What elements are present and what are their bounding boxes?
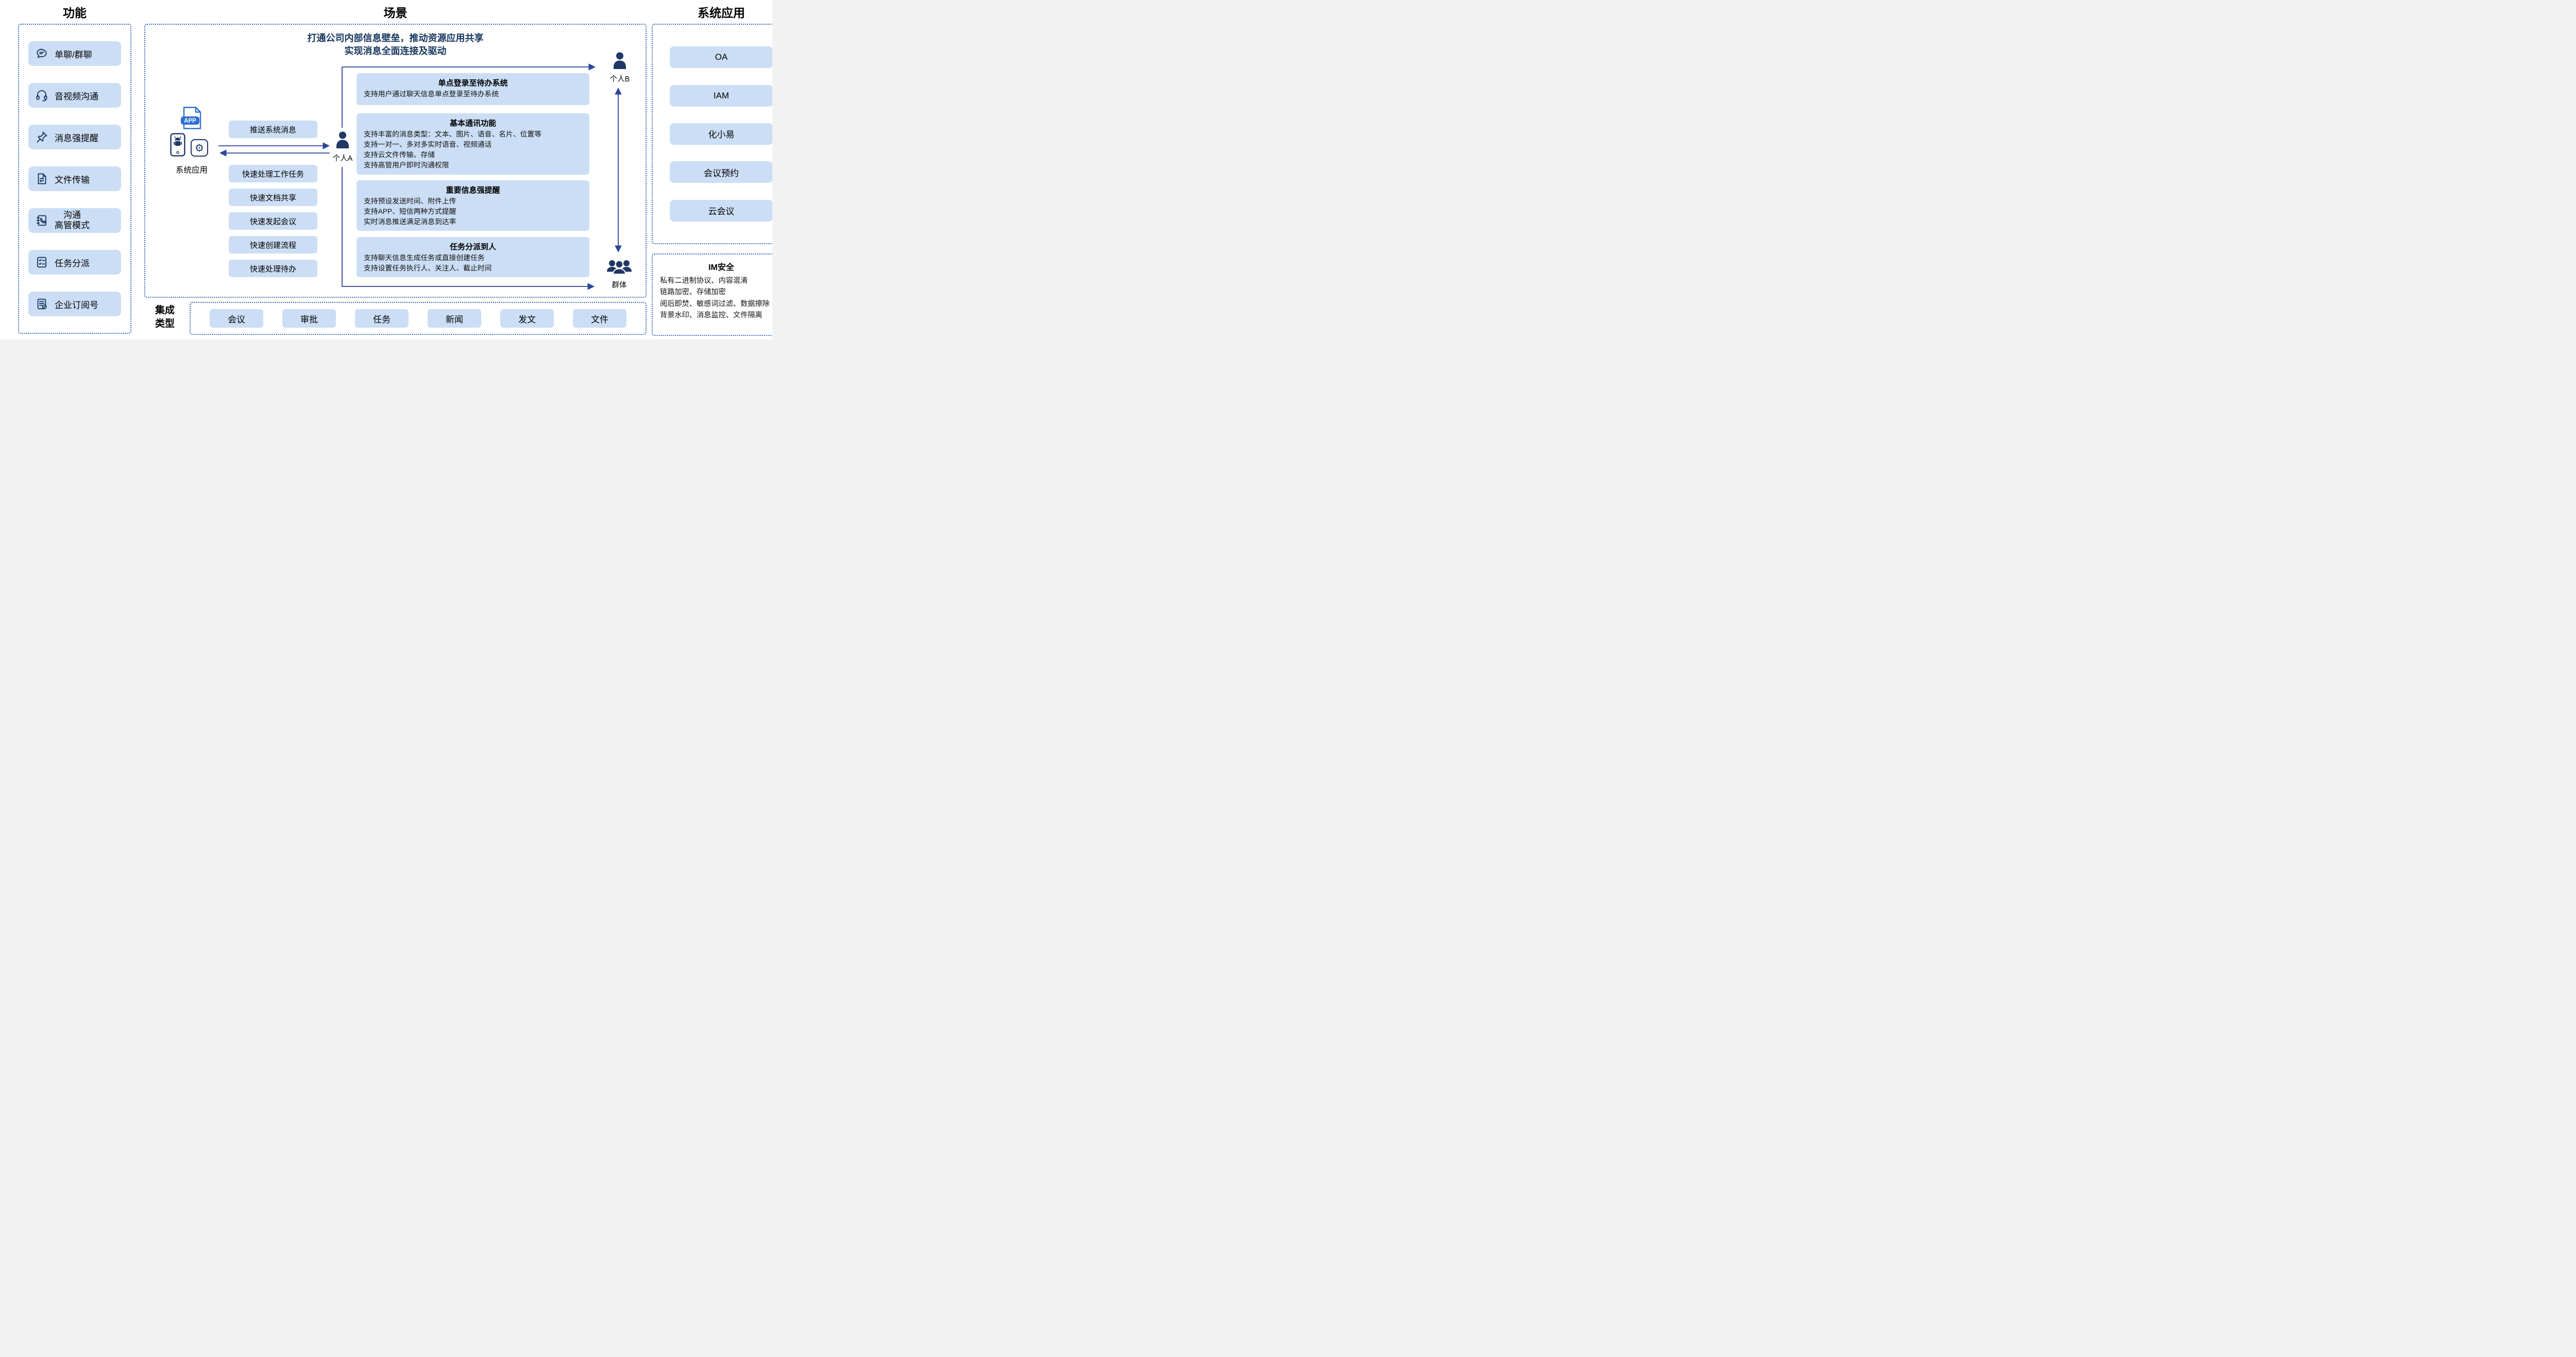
- info-card-strong-reminder: 重要信息强提醒 支持预设发送时间、附件上传 支持APP、短信两种方式提醒 实时消…: [357, 180, 589, 231]
- system-app-cluster-label: 系统应用: [175, 166, 208, 175]
- system-app-cloud-meeting: 云会议: [670, 199, 772, 222]
- function-label: 消息强提醒: [55, 133, 98, 143]
- card-title: 重要信息强提醒: [446, 186, 500, 195]
- integration-item-approval: 审批: [282, 309, 336, 328]
- person-a: 个人A: [332, 131, 353, 163]
- card-line: 支持丰富的消息类型：文本、图片、语音、名片、位置等: [364, 130, 541, 138]
- mobile-phone-icon: [170, 133, 185, 157]
- file-transfer-icon: [38, 173, 46, 184]
- card-line: 支持一对一、多对多实时语音、视频通话: [364, 141, 492, 149]
- functions-panel: 单聊/群聊 音视频沟通 消息强提醒 文件传输: [18, 24, 131, 334]
- system-apps-panel: OA IAM 化小易 会议预约 云会议: [652, 24, 772, 244]
- function-item-chat: 单聊/群聊: [28, 41, 121, 66]
- scenario-banner-line2: 实现消息全面连接及驱动: [344, 46, 447, 56]
- card-line: 支持预设发送时间、附件上传: [364, 197, 456, 205]
- integration-item-news: 新闻: [428, 309, 481, 328]
- function-label: 音视频沟通: [55, 91, 98, 101]
- function-item-subscription: 企业订阅号: [28, 292, 121, 316]
- function-label-line1: 沟通: [63, 210, 81, 220]
- im-security-line: 链路加密、存储加密: [660, 288, 726, 297]
- quick-action-button: 快速文档共享: [229, 189, 317, 206]
- person-a-label: 个人A: [332, 155, 353, 163]
- functions-header: 功能: [63, 6, 87, 20]
- pin-icon: [37, 131, 47, 143]
- person-icon: [336, 131, 349, 148]
- group: 群体: [604, 258, 635, 290]
- group-label: 群体: [612, 281, 627, 290]
- card-line: 支持APP、短信两种方式提醒: [364, 208, 456, 216]
- integration-label-line2: 类型: [155, 318, 175, 329]
- integration-item-file: 文件: [573, 309, 626, 328]
- integration-type-label: 集成 类型: [148, 304, 181, 330]
- app-badge-text: APP: [184, 118, 196, 124]
- scenario-panel: 打通公司内部信息壁垒，推动资源应用共享 实现消息全面连接及驱动 APP ⚙ 系统…: [144, 24, 647, 298]
- card-line: 支持云文件传输、存储: [364, 151, 435, 159]
- quick-action-button: 快速处理待办: [229, 260, 317, 277]
- function-label: 沟通 高管模式: [55, 210, 90, 230]
- card-title: 基本通讯功能: [449, 119, 496, 128]
- info-card-sso: 单点登录至待办系统 支持用户通过聊天信息单点登录至待办系统: [357, 73, 589, 105]
- integration-item-meeting: 会议: [210, 309, 263, 328]
- gear-icon: ⚙: [195, 142, 204, 154]
- scenario-banner-line1: 打通公司内部信息壁垒，推动资源应用共享: [307, 33, 484, 43]
- im-security-line: 阅后即焚、敏感词过滤、数据擦除: [660, 299, 770, 308]
- system-app-oa: OA: [670, 46, 772, 69]
- function-item-audio-video: 音视频沟通: [28, 83, 121, 108]
- function-label: 文件传输: [55, 175, 90, 185]
- headset-icon: [36, 90, 47, 101]
- system-app-meeting-booking: 会议预约: [670, 161, 772, 183]
- app-file-icon: APP: [181, 107, 201, 129]
- im-security-panel: IM安全 私有二进制协议、内容混淆 链路加密、存储加密 阅后即焚、敏感词过滤、数…: [652, 253, 772, 336]
- integration-panel: 会议 审批 任务 新闻 发文 文件: [190, 302, 647, 335]
- quick-action-button: 快速处理工作任务: [229, 165, 317, 182]
- function-item-exec-mode: 沟通 高管模式: [28, 208, 121, 233]
- card-title: 单点登录至待办系统: [438, 79, 508, 88]
- subscription-icon: [37, 298, 47, 310]
- function-item-task-assign: 任务分派: [28, 250, 121, 275]
- im-security-line: 背景水印、消息监控、文件隔离: [660, 311, 762, 320]
- im-security-title: IM安全: [708, 263, 734, 272]
- chat-icon: [37, 48, 47, 58]
- integration-item-document: 发文: [500, 309, 554, 328]
- card-line: 支持聊天信息生成任务或直接创建任务: [364, 254, 485, 262]
- scenarios-header: 场景: [383, 6, 408, 20]
- info-card-task-assign: 任务分派到人 支持聊天信息生成任务或直接创建任务 支持设置任务执行人、关注人、截…: [357, 237, 589, 278]
- info-card-basic-comm: 基本通讯功能 支持丰富的消息类型：文本、图片、语音、名片、位置等 支持一对一、多…: [357, 113, 589, 175]
- im-security-line: 私有二进制协议、内容混淆: [660, 277, 748, 285]
- card-line: 支持用户通过聊天信息单点登录至待办系统: [364, 90, 499, 98]
- card-line: 支持设置任务执行人、关注人、截止时间: [364, 264, 492, 273]
- diagram-canvas: 功能 场景 系统应用 单聊/群聊 音视频沟通 消息强提醒: [0, 0, 772, 340]
- function-item-file-transfer: 文件传输: [28, 166, 121, 191]
- person-b: 个人B: [608, 52, 632, 84]
- system-apps-header: 系统应用: [698, 6, 745, 20]
- function-label: 任务分派: [55, 258, 90, 268]
- card-line: 支持高管用户即时沟通权限: [364, 161, 449, 169]
- task-list-icon: [37, 257, 46, 268]
- system-app-iam: IAM: [670, 84, 772, 107]
- push-system-message-button: 推送系统消息: [229, 121, 317, 138]
- person-icon: [614, 52, 626, 69]
- quick-action-button: 快速发起会议: [229, 212, 317, 230]
- function-item-strong-reminder: 消息强提醒: [28, 125, 121, 149]
- group-icon: [607, 260, 632, 275]
- function-label: 单聊/群聊: [55, 49, 92, 60]
- function-label-line2: 高管模式: [55, 220, 90, 230]
- card-line: 实时消息推送满足消息到达率: [364, 218, 456, 226]
- settings-app-tile: ⚙: [191, 139, 208, 157]
- person-b-label: 个人B: [609, 75, 630, 83]
- system-app-huaxiaoyi: 化小易: [670, 123, 772, 145]
- function-label: 企业订阅号: [55, 300, 98, 310]
- quick-action-button: 快速创建流程: [229, 236, 317, 253]
- integration-label-line1: 集成: [155, 305, 175, 316]
- integration-item-task: 任务: [355, 309, 409, 328]
- contact-book-icon: [36, 215, 46, 226]
- card-title: 任务分派到人: [449, 243, 496, 251]
